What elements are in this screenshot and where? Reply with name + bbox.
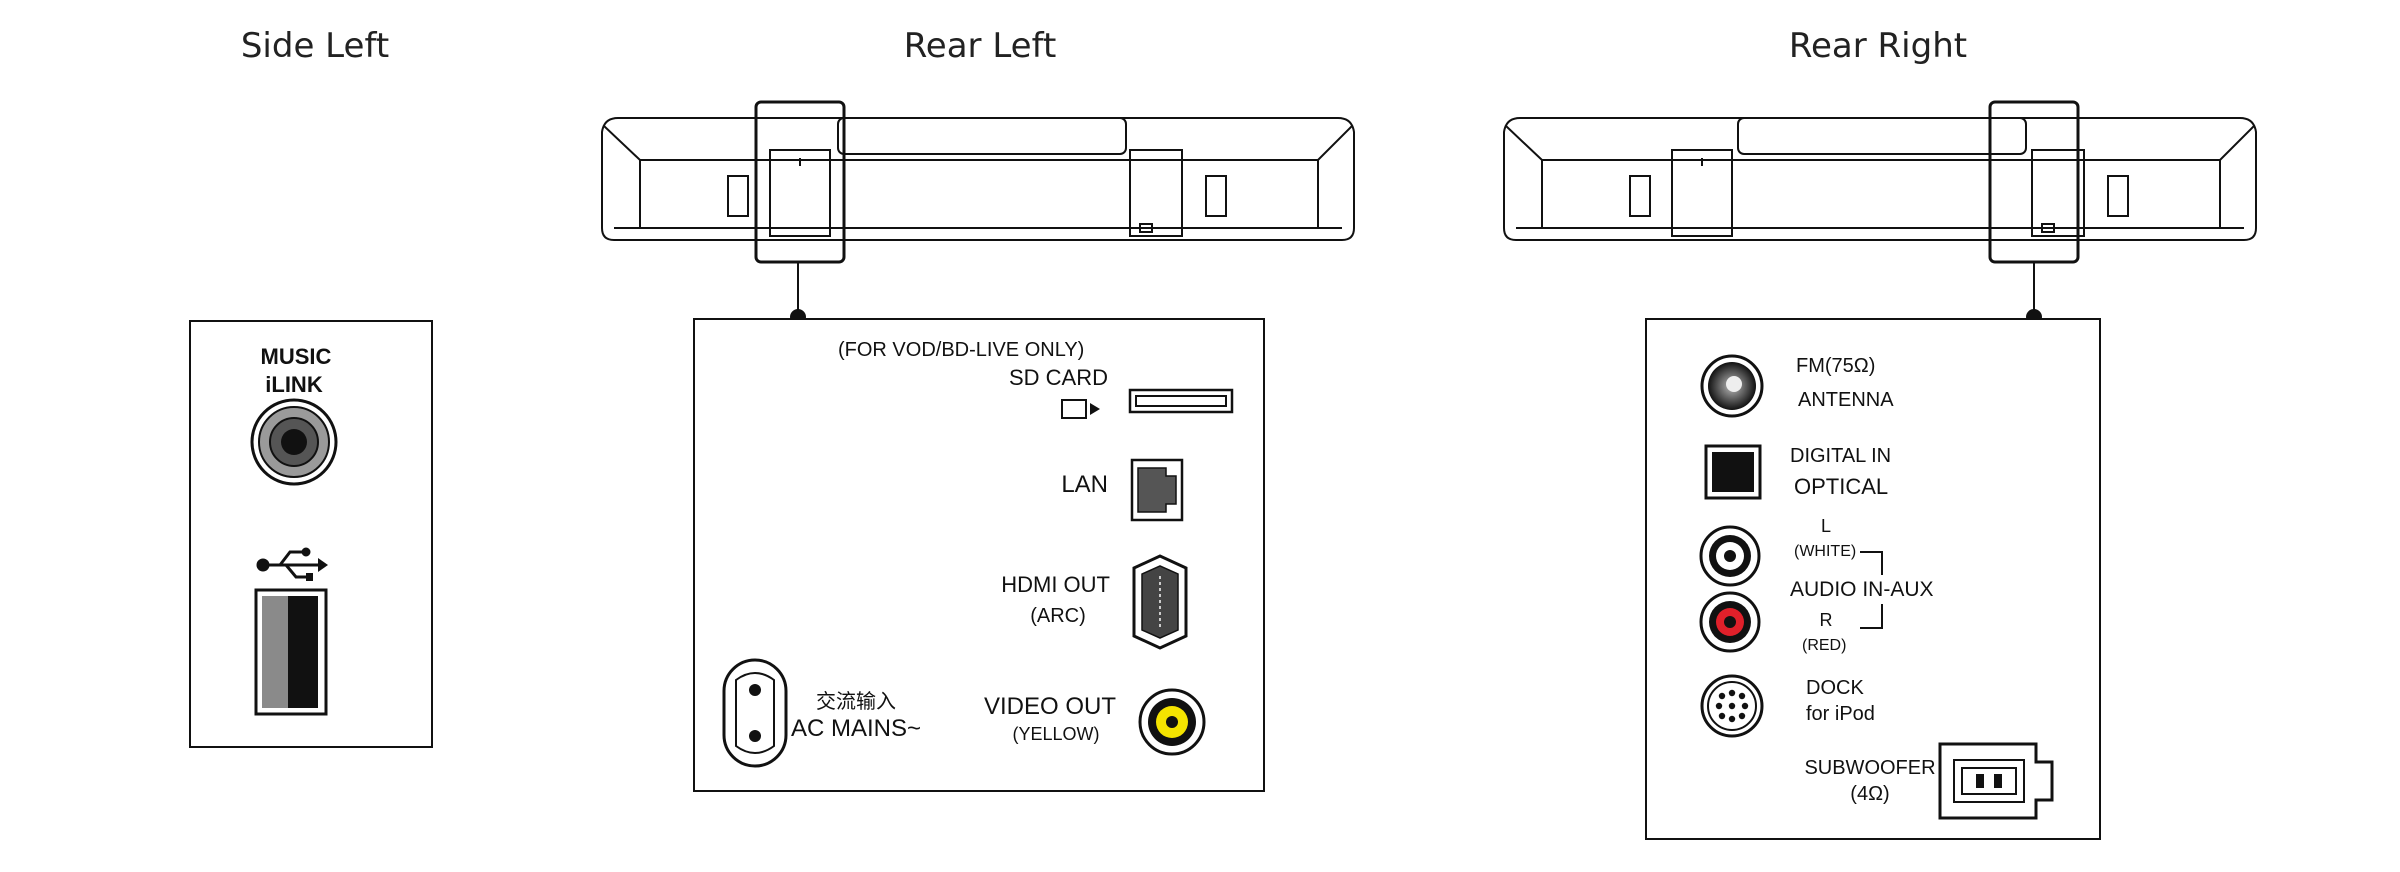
unit-rear-left — [601, 100, 1355, 316]
optical-label: OPTICAL — [1794, 474, 1888, 499]
digital-in-label: DIGITAL IN — [1790, 445, 1891, 467]
audio-red-label: (RED) — [1802, 637, 1846, 654]
music-ilink-label-2: iLINK — [265, 372, 323, 397]
dock-ipod-port — [1700, 674, 1764, 738]
video-out-label: VIDEO OUT — [984, 693, 1116, 720]
music-ilink-label-1: MUSIC — [261, 344, 332, 369]
audio-r-jack — [1699, 591, 1761, 653]
sd-card-icon — [1061, 399, 1100, 419]
panel-rear-left: (FOR VOD/BD-LIVE ONLY) SD CARD LAN HDMI … — [693, 318, 1265, 792]
lan-label: LAN — [1061, 471, 1108, 498]
heading-rear-left: Rear Left — [903, 26, 1057, 66]
audio-l-label: L — [1821, 516, 1831, 536]
heading-rear-right: Rear Right — [1788, 26, 1968, 66]
hdmi-out-label: HDMI OUT — [1001, 572, 1110, 597]
fm-antenna-jack — [1700, 354, 1764, 418]
subwoofer-ohm-label: (4Ω) — [1850, 783, 1889, 805]
hdmi-port — [1132, 554, 1188, 650]
fm-label: FM(75Ω) — [1796, 355, 1875, 377]
audio-in-aux-label: AUDIO IN-AUX — [1790, 578, 1934, 601]
sd-card-slot — [1128, 388, 1234, 414]
subwoofer-connector — [1938, 742, 2054, 820]
optical-port — [1704, 444, 1762, 500]
usb-icon — [256, 547, 328, 581]
antenna-label: ANTENNA — [1798, 389, 1894, 411]
audio-aux-bracket — [1860, 551, 1883, 629]
audio-r-label: R — [1820, 610, 1833, 630]
hdmi-arc-label: (ARC) — [1030, 605, 1086, 627]
unit-rear-right — [1503, 100, 2257, 316]
ac-mains-socket — [722, 658, 788, 768]
audio-white-label: (WHITE) — [1794, 543, 1856, 560]
video-yellow-label: (YELLOW) — [1012, 724, 1099, 744]
panel-side-left: MUSIC iLINK — [189, 320, 433, 748]
for-ipod-label: for iPod — [1806, 703, 1875, 725]
heading-side-left: Side Left — [240, 26, 390, 66]
panel-rear-right: FM(75Ω) ANTENNA DIGITAL IN OPTICAL L (WH… — [1645, 318, 2101, 840]
ac-chinese-label: 交流输入 — [816, 690, 896, 713]
sd-note-label: (FOR VOD/BD-LIVE ONLY) — [838, 339, 1084, 361]
audio-l-jack — [1699, 525, 1761, 587]
usb-port — [254, 588, 328, 716]
ac-mains-label: AC MAINS~ — [791, 715, 921, 742]
dock-label: DOCK — [1806, 677, 1864, 699]
lan-port — [1130, 458, 1184, 522]
subwoofer-label: SUBWOOFER — [1804, 757, 1935, 779]
music-ilink-jack-icon — [250, 398, 338, 486]
sd-card-label: SD CARD — [1009, 365, 1108, 390]
video-out-jack — [1138, 688, 1206, 756]
